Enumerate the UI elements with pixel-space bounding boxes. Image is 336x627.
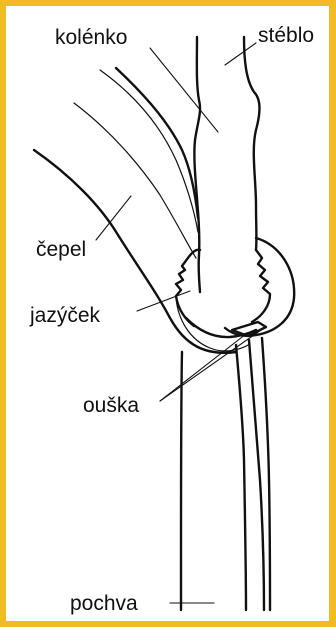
sheath-mid-right bbox=[249, 340, 264, 610]
leaf-blade-vein-1 bbox=[74, 103, 196, 258]
stem-left-edge bbox=[194, 37, 200, 292]
label-pochva: pochva bbox=[70, 592, 138, 615]
sheath-collar bbox=[225, 238, 294, 336]
leader-cepel bbox=[96, 196, 131, 240]
label-steblo: stéblo bbox=[258, 24, 314, 47]
ligule-right bbox=[252, 250, 270, 322]
label-jazycek: jazýček bbox=[29, 304, 101, 327]
leaf-blade-inner-edge bbox=[116, 68, 198, 218]
label-cepel: čepel bbox=[36, 238, 86, 261]
label-kolenko: kolénko bbox=[55, 26, 127, 49]
sheath-left-edge bbox=[181, 352, 182, 610]
sheath-mid-left bbox=[236, 345, 246, 610]
leader-steblo bbox=[225, 43, 256, 65]
stem-right-edge bbox=[244, 37, 260, 250]
label-ouska: ouška bbox=[83, 394, 139, 417]
leader-ouska-2 bbox=[160, 330, 261, 401]
sheath-collar-inner bbox=[176, 298, 250, 351]
leader-kolenko bbox=[150, 48, 218, 132]
